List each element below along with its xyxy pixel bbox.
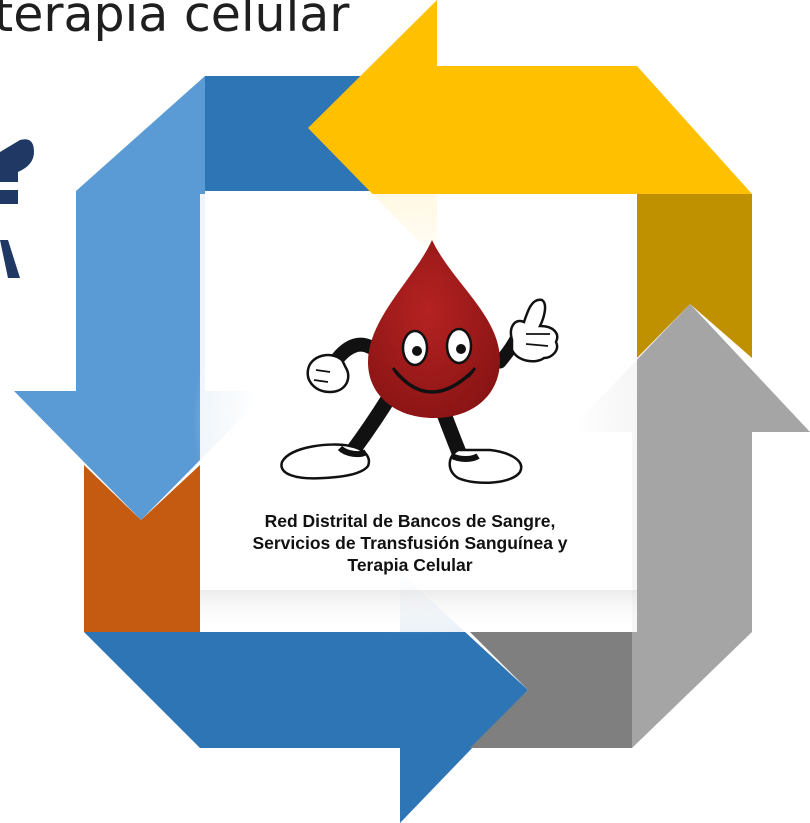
mascot-left-pupil bbox=[412, 346, 422, 356]
gold-dark-side-block bbox=[637, 194, 752, 358]
blue-right-arrow bbox=[400, 572, 528, 823]
title-fragment: terapia celular bbox=[0, 0, 350, 43]
cutoff-question-mark-glyph bbox=[0, 139, 34, 182]
caption-line-1: Red Distrital de Bancos de Sangre, bbox=[264, 511, 556, 531]
mascot-left-glove-lines bbox=[313, 369, 331, 383]
orange-side-block bbox=[84, 465, 200, 632]
mascot-right-pupil bbox=[456, 344, 466, 354]
caption-line-3: Terapia Celular bbox=[347, 555, 473, 575]
blue-right-shaft bbox=[200, 632, 400, 748]
gray-dark-bottom-block bbox=[470, 632, 632, 748]
gold-top-right-corner bbox=[637, 66, 752, 194]
blue-bottom-left-corner bbox=[84, 632, 200, 748]
mascot-thumbs-up-lines bbox=[525, 333, 550, 347]
blue-light-down-shaft bbox=[76, 191, 205, 391]
cutoff-letter-glyph bbox=[0, 240, 20, 278]
gold-left-shaft bbox=[437, 66, 637, 194]
mascot-smile-right-end bbox=[466, 367, 477, 378]
caption-line-2: Servicios de Transfusión Sanguínea y bbox=[252, 533, 568, 553]
mascot-right-shoe bbox=[448, 448, 523, 484]
blue-light-top-left-corner bbox=[76, 76, 205, 191]
gray-light-bottom-right-corner bbox=[632, 632, 752, 748]
cutoff-dot-glyph bbox=[0, 190, 18, 204]
shadow-band bbox=[200, 590, 637, 632]
mascot-left-glove bbox=[306, 353, 350, 394]
mascot-smile-left-end bbox=[391, 367, 402, 378]
blood-drop-mascot bbox=[280, 240, 559, 484]
mascot-drop-body bbox=[368, 240, 500, 418]
gray-up-shaft bbox=[632, 432, 752, 632]
mascot-smile bbox=[394, 370, 474, 394]
mascot-right-shoe-tongue bbox=[450, 453, 480, 462]
mascot-left-shoe-tongue bbox=[337, 445, 368, 458]
network-caption: Red Distrital de Bancos de Sangre, Servi… bbox=[190, 510, 630, 576]
mascot-left-arm bbox=[331, 337, 379, 365]
